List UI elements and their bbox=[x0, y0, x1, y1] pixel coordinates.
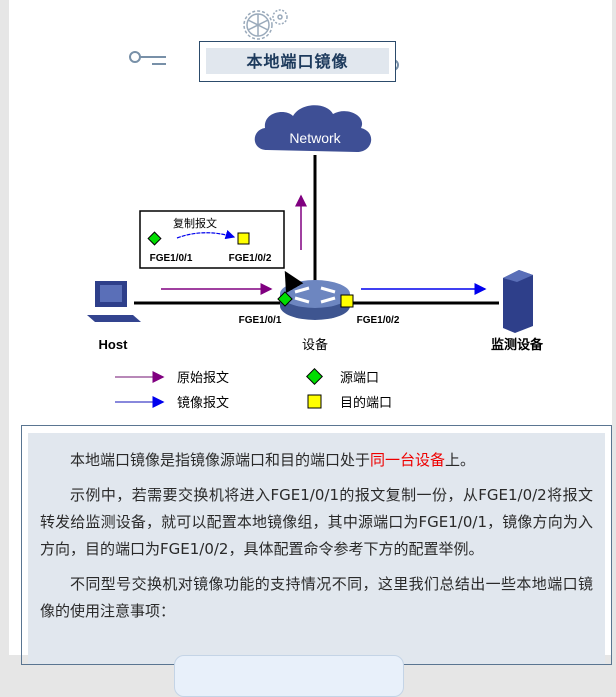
network-cloud-icon bbox=[254, 105, 372, 152]
dest-port-icon bbox=[340, 294, 354, 308]
p1-end: 上。 bbox=[445, 451, 476, 469]
notes-box bbox=[174, 655, 404, 697]
legend-source-icon bbox=[306, 368, 323, 385]
port-src-label: FGE1/0/1 bbox=[239, 315, 282, 326]
description-panel: 本地端口镜像是指镜像源端口和目的端口处于同一台设备上。 示例中，若需要交换机将进… bbox=[21, 425, 612, 697]
callout-arrow bbox=[284, 270, 304, 294]
title-box: 本地端口镜像 bbox=[199, 41, 396, 82]
box-dst-label: FGE1/0/2 bbox=[229, 253, 272, 264]
paragraph-1: 本地端口镜像是指镜像源端口和目的端口处于同一台设备上。 bbox=[40, 447, 593, 474]
diagram: Network FGE1/0/1 FGE1/0/2 Host 设备 监测设备 复… bbox=[87, 9, 544, 410]
page-title: 本地端口镜像 bbox=[206, 48, 389, 74]
box-dest-port-icon bbox=[237, 232, 250, 245]
port-dst-label: FGE1/0/2 bbox=[357, 315, 400, 326]
host-label: Host bbox=[99, 337, 129, 352]
copy-arrow bbox=[176, 229, 236, 240]
legend-mirror-label: 镜像报文 bbox=[177, 395, 229, 410]
source-port-icon bbox=[277, 291, 293, 307]
box-source-port-icon bbox=[147, 231, 162, 246]
monitor-server-icon bbox=[503, 270, 533, 333]
box-src-label: FGE1/0/1 bbox=[150, 253, 193, 264]
network-label: Network bbox=[289, 130, 341, 146]
gear-icon bbox=[243, 9, 288, 40]
legend-dest-icon bbox=[307, 394, 322, 409]
p1-highlight: 同一台设备 bbox=[370, 451, 446, 469]
switch-icon bbox=[280, 280, 350, 320]
p1-text: 本地端口镜像是指镜像源端口和目的端口处于 bbox=[70, 451, 371, 469]
monitor-label: 监测设备 bbox=[491, 337, 544, 352]
page: Network FGE1/0/1 FGE1/0/2 Host 设备 监测设备 复… bbox=[9, 0, 612, 697]
device-label: 设备 bbox=[302, 337, 328, 352]
legend-source-label: 源端口 bbox=[340, 370, 379, 385]
legend-original-label: 原始报文 bbox=[177, 370, 229, 385]
paragraph-3: 不同型号交换机对镜像功能的支持情况不同，这里我们总结出一些本地端口镜像的使用注意… bbox=[40, 575, 593, 620]
paragraph-2: 示例中，若需要交换机将进入FGE1/0/1的报文复制一份，从FGE1/0/2将报… bbox=[40, 486, 593, 558]
host-computer-icon bbox=[87, 281, 141, 322]
copy-label: 复制报文 bbox=[173, 216, 217, 230]
legend-dest-label: 目的端口 bbox=[340, 395, 392, 410]
callout-box bbox=[139, 210, 285, 269]
